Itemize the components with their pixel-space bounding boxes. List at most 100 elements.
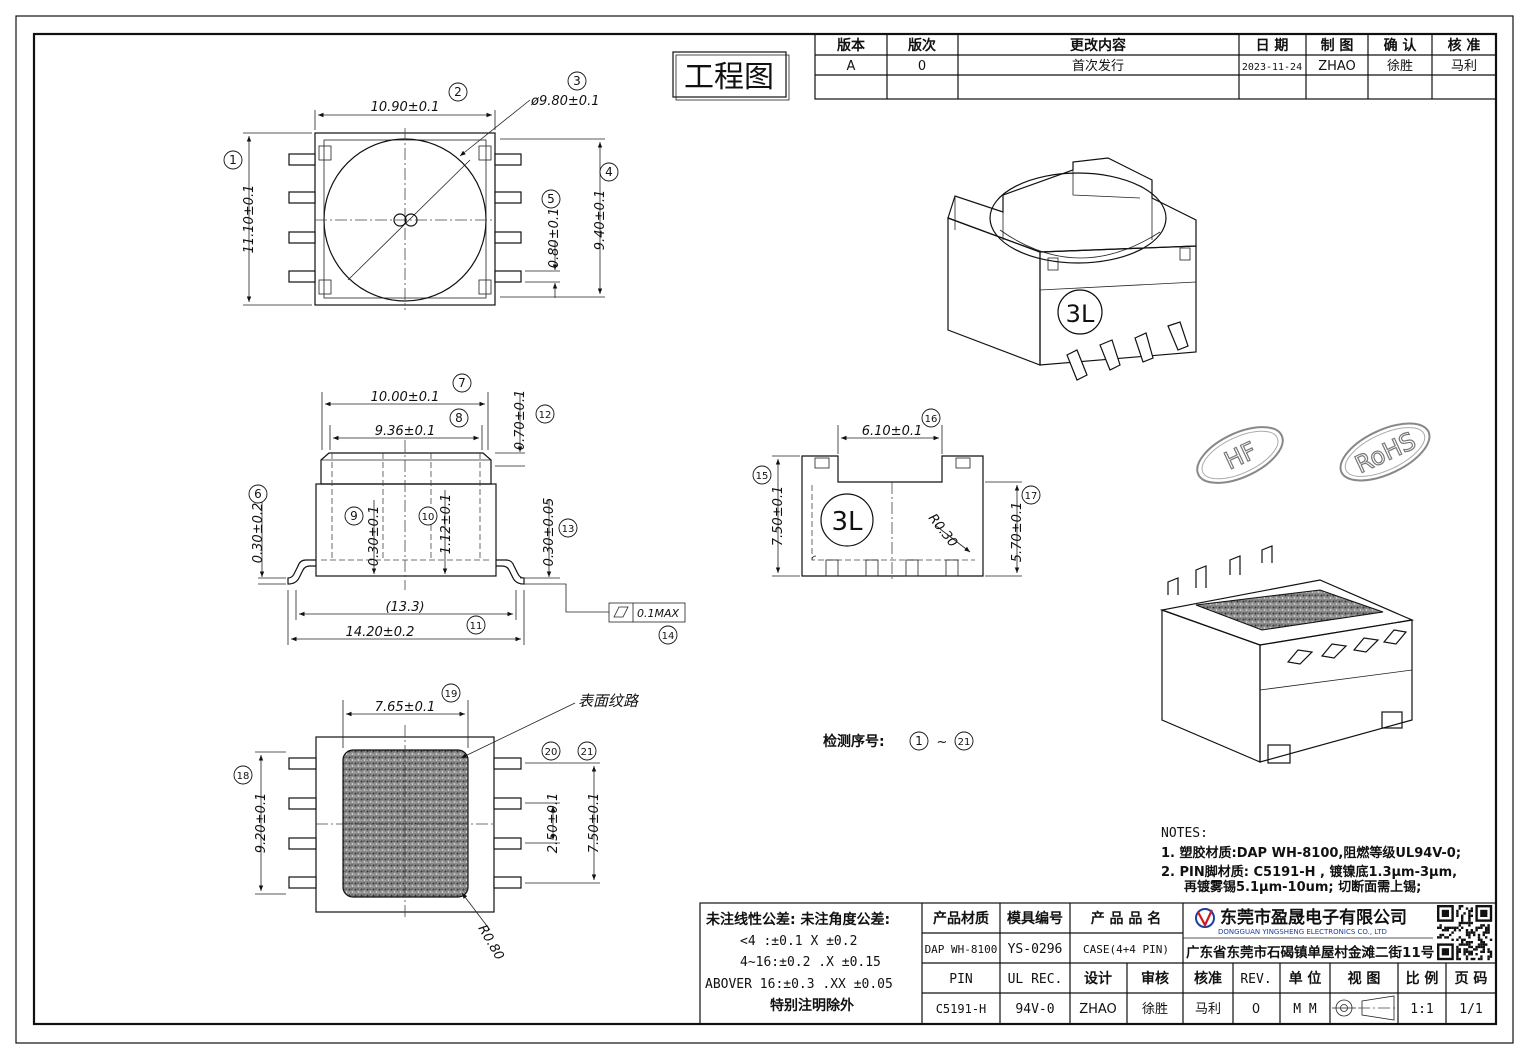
tb-name: CASE(4+4 PIN) (1083, 943, 1169, 956)
dim-2-label: 10.90±0.1 (371, 100, 440, 115)
rev-header-drawn: 制 图 (1321, 37, 1354, 54)
dim-12-label: 0.70±0.1 (513, 390, 528, 451)
rev-version: A (847, 59, 856, 74)
balloon-1 (223, 150, 243, 170)
balloon-17 (1021, 485, 1041, 505)
notes-heading: NOTES: (1161, 826, 1208, 841)
tb-unit-val: M M (1293, 1002, 1317, 1017)
top-view: 10.90±0.1 11.10±0.1 ø9.80±0.1 9.40±0.1 0… (242, 94, 608, 310)
dim-18-label: 9.20±0.1 (254, 793, 269, 854)
dim-5-label: 0.80±0.1 (547, 208, 562, 269)
balloon-3-text: 3 (573, 74, 581, 88)
tb-unit-label: 单 位 (1289, 970, 1322, 987)
balloon-7 (452, 373, 472, 393)
notes: NOTES: 1. 塑胶材质:DAP WH-8100,阻燃等级UL94V-0; … (1161, 826, 1461, 895)
balloon-2-text: 2 (454, 85, 462, 99)
note-2a: 2. PIN脚材质: C5191-H , 镀镍底1.3μm-3μm, (1161, 864, 1457, 880)
balloon-group: 1 2 3 4 5 6 7 8 9 10 11 12 13 14 15 16 1… (223, 71, 1041, 785)
balloon-10 (418, 506, 438, 526)
outer-border (15, 15, 1514, 1044)
balloon-15-text: 15 (756, 471, 769, 482)
tb-h-material: 产品材质 (933, 910, 989, 927)
inspection-label: 检测序号: (823, 733, 885, 750)
dim-17-label: 5.70±0.1 (1010, 502, 1025, 563)
rev-date: 2023-11-24 (1242, 62, 1302, 73)
rev-change: 首次发行 (1072, 58, 1124, 74)
company-name-cn: 东莞市盈晟电子有限公司 (1220, 907, 1407, 928)
balloon-5-text: 5 (547, 192, 555, 206)
tb-h-mold: 模具编号 (1007, 910, 1063, 927)
dim-19-label: 7.65±0.1 (375, 700, 436, 715)
balloon-1-text: 1 (229, 153, 237, 167)
r080-label: R0.80 (475, 923, 507, 963)
balloon-10-text: 10 (422, 512, 435, 523)
side-view: 3L 6.10±0.1 7.50±0.1 5.70±0.1 R0.30 (771, 424, 1025, 580)
balloon-19-text: 19 (445, 689, 458, 700)
balloon-12-text: 12 (539, 410, 552, 421)
surface-texture-label: 表面纹路 (578, 692, 640, 710)
balloon-16 (921, 408, 941, 428)
dim-10-label: 1.12±0.1 (439, 494, 454, 555)
rev-header-edition: 版次 (908, 37, 936, 54)
dim-13-label: 0.30±0.05 (542, 498, 557, 567)
balloon-20-text: 20 (545, 747, 558, 758)
balloon-7-text: 7 (458, 376, 466, 390)
balloon-13 (558, 518, 578, 538)
tb-mold: YS-0296 (1008, 942, 1063, 957)
dim-7-label: 10.00±0.1 (371, 390, 440, 405)
dim-16-label: 6.10±0.1 (862, 424, 923, 439)
tb-pin-val: C5191-H (936, 1002, 987, 1016)
tb-design-label: 设计 (1084, 970, 1112, 987)
tb-page-label: 页 码 (1455, 971, 1488, 987)
balloon-19 (441, 683, 461, 703)
rev-confirm: 徐胜 (1387, 59, 1413, 74)
balloon-18-text: 18 (237, 771, 250, 782)
tb-review-val: 徐胜 (1142, 1002, 1168, 1017)
dim-9-label: 0.30±0.1 (367, 506, 382, 567)
balloon-21 (577, 741, 597, 761)
balloon-8-text: 8 (455, 411, 463, 425)
inspection-to-circle (954, 731, 974, 751)
company-logo-icon (1195, 908, 1215, 928)
balloon-5 (541, 189, 561, 209)
tb-rev-label: REV. (1240, 972, 1271, 987)
rev-approve: 马利 (1451, 59, 1477, 74)
dim-20-label: 2.50±0.1 (546, 793, 561, 854)
company-name-en: DONGGUAN YINGSHENG ELECTRONICS CO., LTD (1218, 928, 1387, 936)
tb-approve-label: 核准 (1194, 970, 1222, 987)
balloon-6-text: 6 (254, 487, 262, 501)
tb-page-val: 1/1 (1459, 1002, 1482, 1017)
iso-part-mark: 3L (1066, 300, 1095, 328)
dim-11b-label: 14.20±0.2 (346, 625, 415, 640)
bottom-view: 7.65±0.1 9.20±0.1 2.50±0.1 7.50±0.1 表面纹路… (254, 692, 640, 963)
rev-header-confirm: 确 认 (1384, 37, 1418, 54)
isometric-view-top: 3L (947, 157, 1197, 381)
dim-21-label: 7.50±0.1 (587, 793, 602, 854)
hf-stamp: HF (1196, 426, 1284, 484)
balloon-18 (233, 765, 253, 785)
tb-review-label: 审核 (1141, 970, 1169, 987)
dim-6-label: 0.30±0.2 (251, 503, 266, 564)
iso-surface-texture (1195, 589, 1384, 631)
dim-1-label: 11.10±0.1 (242, 185, 257, 254)
side-part-mark: 3L (831, 507, 863, 537)
front-view: 10.00±0.1 9.36±0.1 0.70±0.1 0.30±0.2 0.3… (251, 390, 686, 645)
balloon-21-text: 21 (581, 747, 594, 758)
title-block: 未注线性公差: 未注角度公差: <4 :±0.1 X ±0.2 4~16:±0.… (699, 902, 1497, 1025)
tb-rev-val: 0 (1252, 1002, 1260, 1017)
projection-symbol-icon (1332, 995, 1396, 1021)
balloon-4 (599, 162, 619, 182)
balloon-11 (466, 615, 486, 635)
tb-h-name: 产 品 品 名 (1091, 910, 1162, 927)
tol-heading: 未注线性公差: 未注角度公差: (706, 911, 890, 928)
tol-row-3: ABOVER 16:±0.3 .XX ±0.05 (705, 977, 893, 992)
tb-design-val: ZHAO (1079, 1002, 1117, 1017)
inspection-to: 21 (958, 737, 971, 748)
balloon-6 (248, 484, 268, 504)
title-stamp-label: 工程图 (684, 60, 774, 95)
tb-scale-val: 1:1 (1410, 1002, 1433, 1017)
dim-8-label: 9.36±0.1 (375, 424, 436, 439)
balloon-20 (541, 741, 561, 761)
tb-pin-label: PIN (949, 972, 972, 987)
rev-header-date: 日 期 (1256, 38, 1289, 54)
